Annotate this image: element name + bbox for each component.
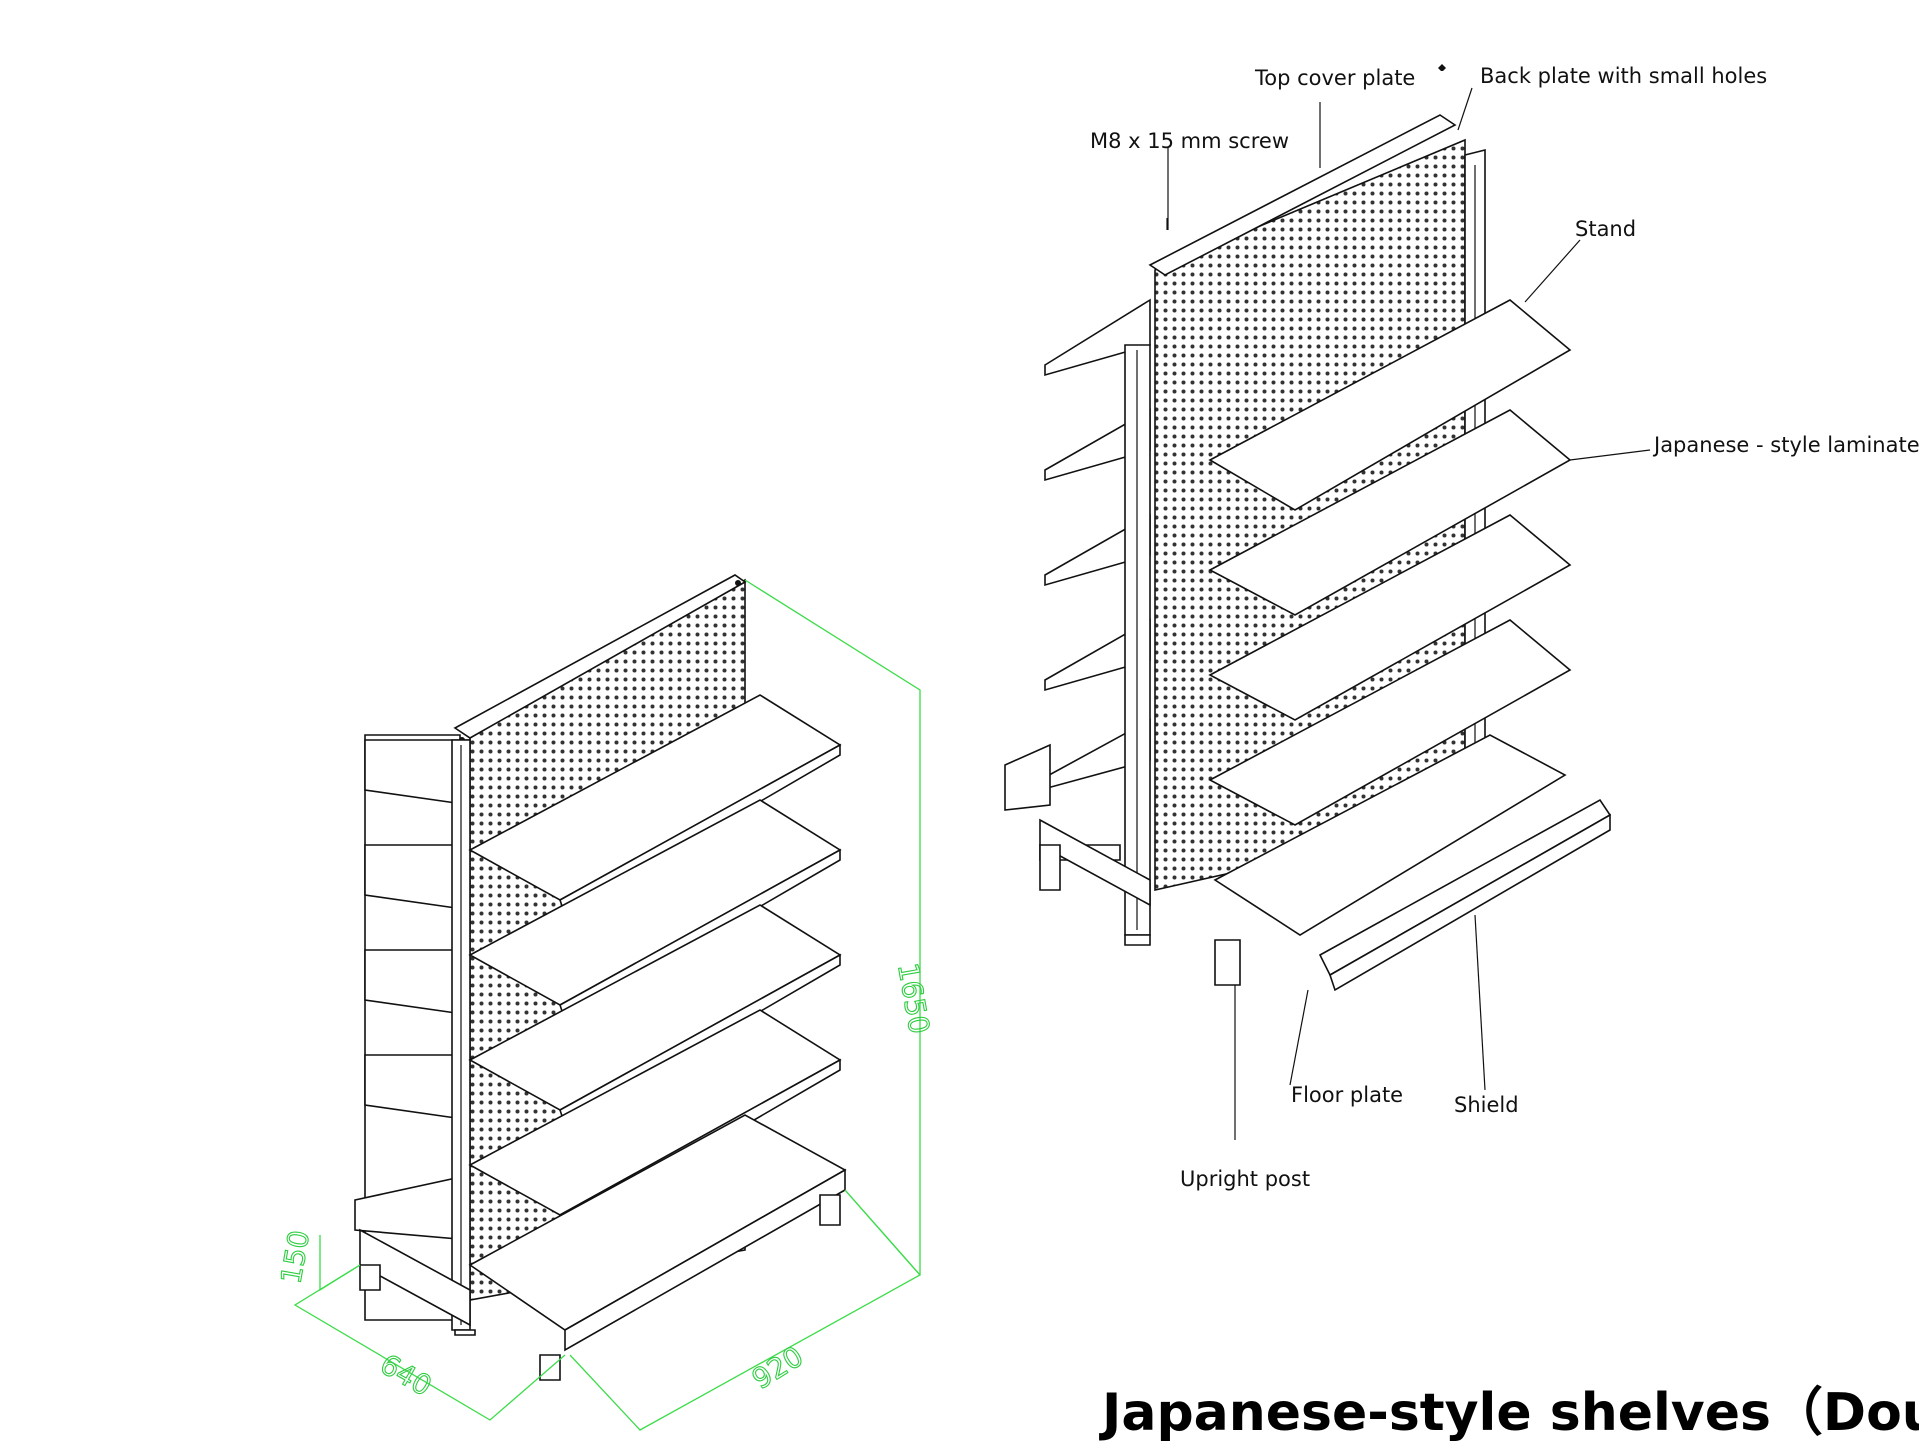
dim-height: 1650 (891, 960, 936, 1036)
exploded-rear-shelves (1004, 298, 1151, 861)
label-top-cover-plate: Top cover plate (1254, 66, 1415, 90)
label-back-plate: Back plate with small holes (1480, 64, 1767, 88)
front-shelves (468, 694, 847, 1352)
top-cover-strip (453, 574, 747, 739)
dim-width: 920 (746, 1340, 809, 1396)
exploded-shelf (1004, 64, 1612, 992)
dimension-lines (293, 579, 922, 1431)
exploded-laminates (1208, 299, 1572, 936)
exploded-top-cover (1148, 114, 1457, 276)
label-laminate: Japanese - style laminate (1652, 433, 1919, 457)
label-upright-post: Upright post (1180, 1167, 1310, 1191)
label-stand: Stand (1575, 217, 1636, 241)
diagram-title: Japanese-style shelves（Double-sided） (1099, 1383, 1919, 1443)
label-floor-plate: Floor plate (1291, 1083, 1403, 1107)
label-screw: M8 x 15 mm screw (1090, 129, 1289, 153)
dim-depth: 640 (375, 1347, 438, 1402)
base-frame (359, 1194, 841, 1381)
rear-face-shelves (354, 739, 471, 1241)
leader-lines (1167, 87, 1651, 1140)
assembled-shelf: 1650 150 640 920 (274, 574, 937, 1431)
label-shield: Shield (1454, 1093, 1519, 1117)
dim-base: 150 (274, 1228, 316, 1286)
screw-icon (1438, 64, 1446, 71)
